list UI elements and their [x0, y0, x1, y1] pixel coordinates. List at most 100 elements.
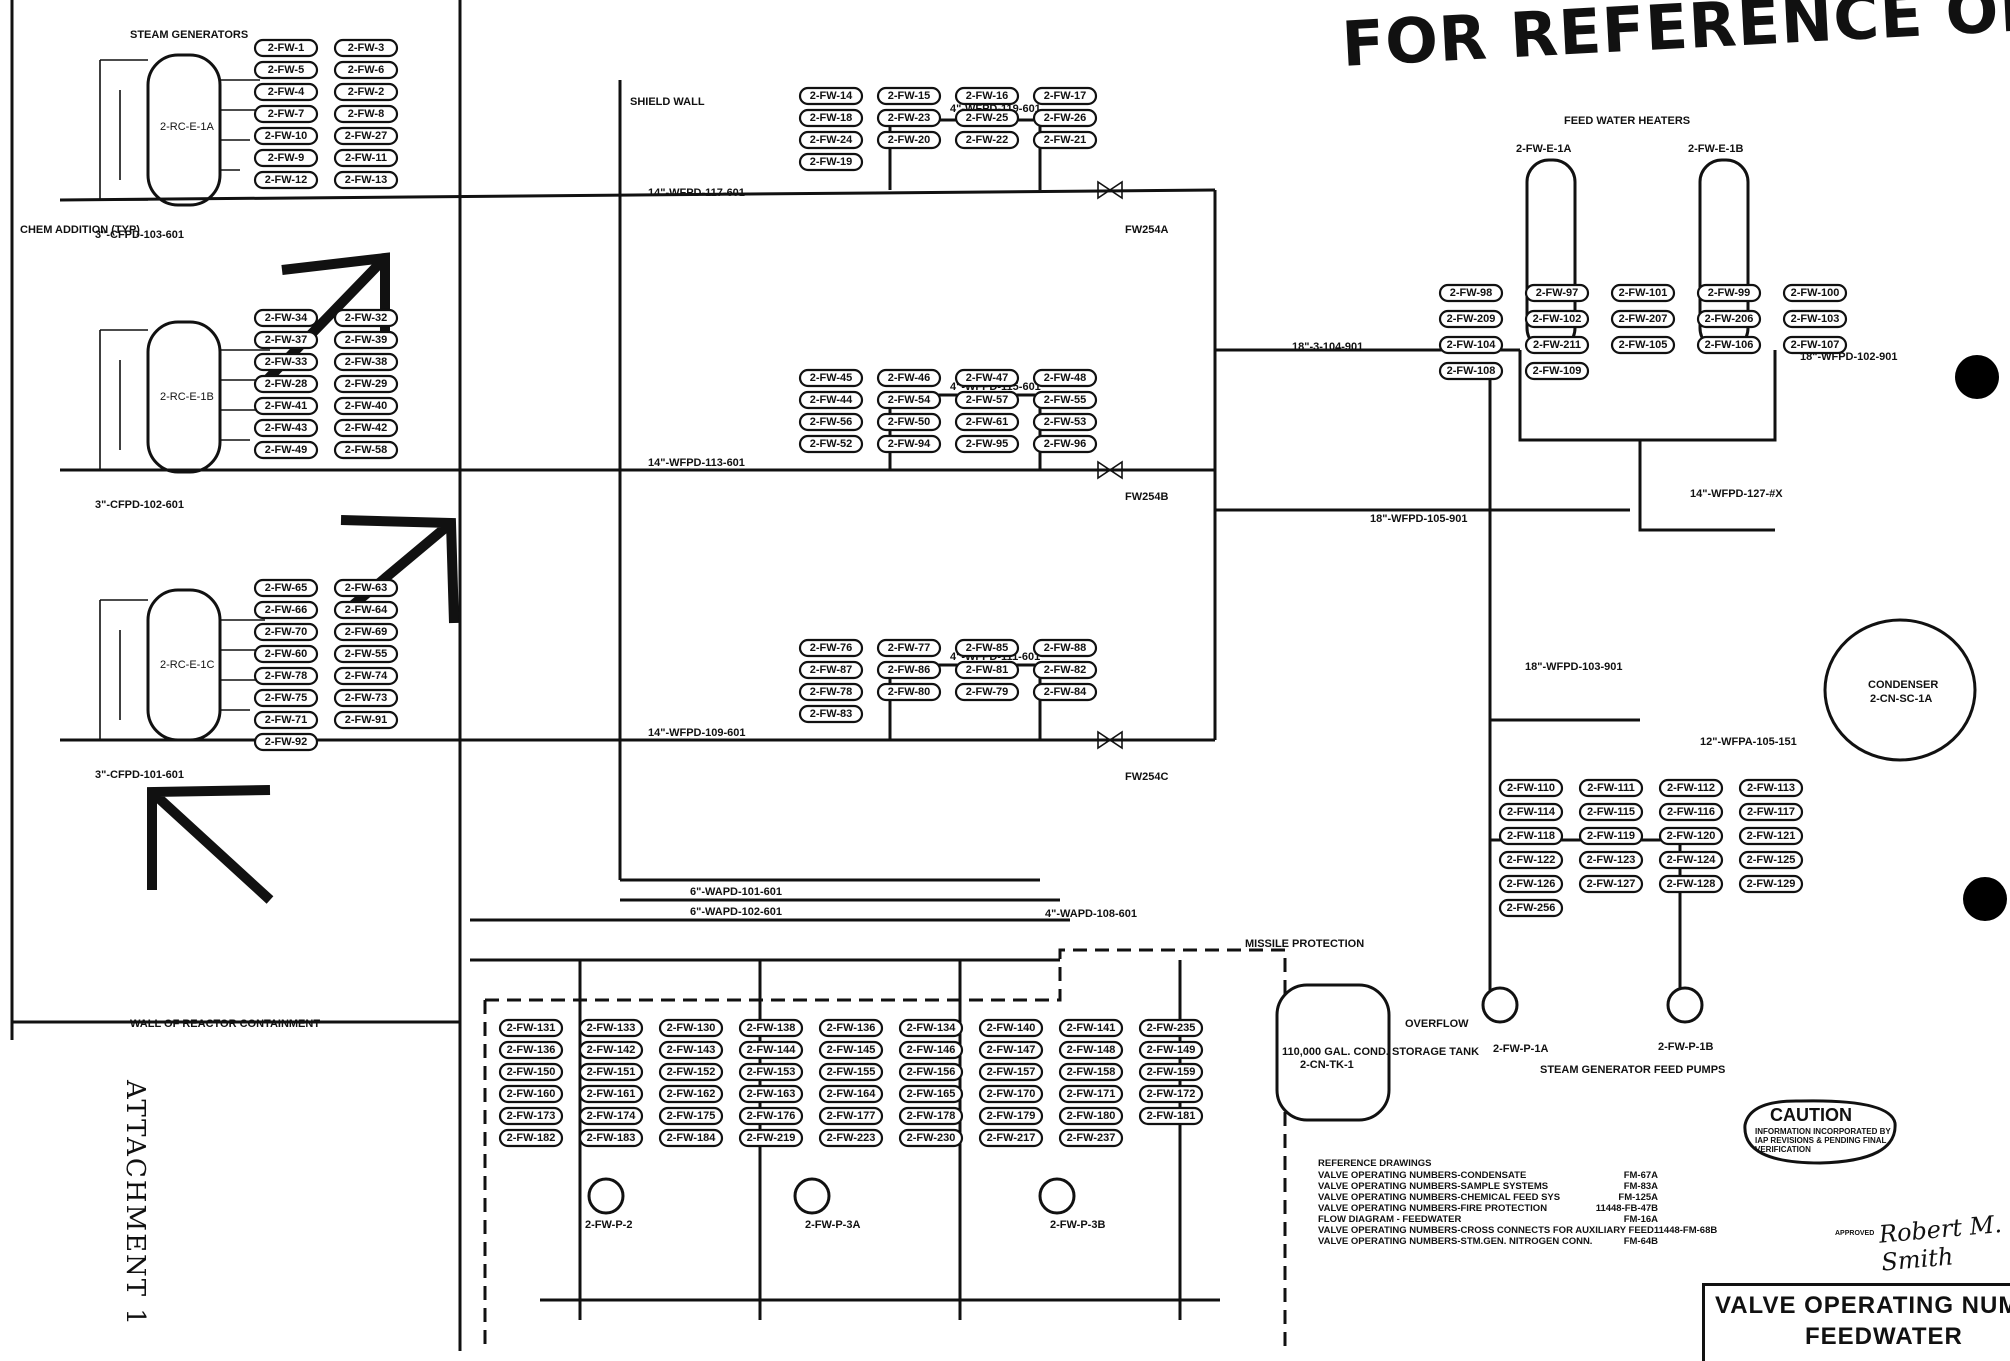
- valve-tag: 2-FW-74: [333, 666, 399, 686]
- valve-tag: 2-FW-38: [333, 352, 399, 372]
- svg-text:2-FW-99: 2-FW-99: [1708, 287, 1751, 299]
- svg-text:2-FW-146: 2-FW-146: [907, 1044, 956, 1056]
- svg-text:2-FW-107: 2-FW-107: [1791, 339, 1840, 351]
- svg-text:2-FW-127: 2-FW-127: [1587, 878, 1636, 890]
- valve-tag: 2-FW-45: [798, 368, 864, 388]
- valve-tag: 2-FW-78: [798, 682, 864, 702]
- svg-text:2-FW-82: 2-FW-82: [1044, 664, 1087, 676]
- svg-text:2-FW-209: 2-FW-209: [1447, 313, 1496, 325]
- caution-box: [1743, 1099, 1897, 1165]
- valve-tag: 2-FW-103: [1782, 309, 1848, 329]
- svg-text:2-FW-41: 2-FW-41: [265, 400, 308, 412]
- valve-tag: 2-FW-10: [253, 126, 319, 146]
- valve-tag: 2-FW-163: [738, 1084, 804, 1104]
- valve-tag: 2-FW-21: [1032, 130, 1098, 150]
- svg-text:2-FW-71: 2-FW-71: [265, 714, 308, 726]
- valve-tag: 2-FW-155: [818, 1062, 884, 1082]
- valve-tag: 2-FW-75: [253, 688, 319, 708]
- valve-tag: 2-FW-184: [658, 1128, 724, 1148]
- valve-tag: 2-FW-32: [333, 308, 399, 328]
- valve-tag: 2-FW-172: [1138, 1084, 1204, 1104]
- condensate-storage-tank: [1275, 983, 1391, 1122]
- svg-text:2-FW-119: 2-FW-119: [1587, 830, 1635, 842]
- svg-text:2-FW-123: 2-FW-123: [1587, 854, 1636, 866]
- valve-tag: 2-FW-12: [253, 170, 319, 190]
- svg-text:2-FW-111: 2-FW-111: [1587, 782, 1634, 794]
- svg-text:2-FW-29: 2-FW-29: [345, 378, 388, 390]
- valve-tag: 2-FW-152: [658, 1062, 724, 1082]
- svg-text:2-FW-163: 2-FW-163: [747, 1088, 796, 1100]
- valve-tag: 2-FW-112: [1658, 778, 1724, 798]
- valve-tag: 2-FW-170: [978, 1084, 1044, 1104]
- aux-pump-2-label: 2-FW-P-2: [585, 1219, 632, 1231]
- valve-tag: 2-FW-57: [954, 390, 1020, 410]
- condenser-label: CONDENSER: [1868, 679, 1938, 691]
- valve-tag: 2-FW-175: [658, 1106, 724, 1126]
- svg-text:2-FW-98: 2-FW-98: [1450, 287, 1493, 299]
- svg-text:2-FW-124: 2-FW-124: [1667, 854, 1717, 866]
- svg-text:2-FW-142: 2-FW-142: [587, 1044, 636, 1056]
- valve-tag: 2-FW-207: [1610, 309, 1676, 329]
- reference-number: FM-125A: [1618, 1192, 1658, 1203]
- cfpd-103-label: 3"-CFPD-103-601: [95, 229, 184, 241]
- svg-text:2-FW-97: 2-FW-97: [1536, 287, 1579, 299]
- svg-text:2-FW-157: 2-FW-157: [987, 1066, 1036, 1078]
- valve-tag: 2-FW-110: [1498, 778, 1564, 798]
- valve-tag: 2-FW-116: [1658, 802, 1724, 822]
- valve-tag: 2-FW-66: [253, 600, 319, 620]
- svg-text:2-FW-151: 2-FW-151: [587, 1066, 636, 1078]
- svg-text:2-FW-144: 2-FW-144: [747, 1044, 797, 1056]
- svg-text:2-FW-47: 2-FW-47: [966, 372, 1009, 384]
- valve-tag: 2-FW-14: [798, 86, 864, 106]
- svg-text:2-FW-23: 2-FW-23: [888, 112, 931, 124]
- svg-text:2-FW-106: 2-FW-106: [1705, 339, 1754, 351]
- arrow-marker-c: [337, 515, 459, 624]
- valve-tag: 2-FW-149: [1138, 1040, 1204, 1060]
- valve-tag: 2-FW-52: [798, 434, 864, 454]
- svg-text:2-FW-8: 2-FW-8: [348, 108, 384, 120]
- svg-text:2-FW-175: 2-FW-175: [667, 1110, 716, 1122]
- svg-text:2-FW-133: 2-FW-133: [587, 1022, 636, 1034]
- svg-text:2-FW-64: 2-FW-64: [345, 604, 388, 616]
- svg-text:2-FW-145: 2-FW-145: [827, 1044, 876, 1056]
- svg-text:2-FW-235: 2-FW-235: [1147, 1022, 1196, 1034]
- svg-text:2-FW-79: 2-FW-79: [966, 686, 1009, 698]
- svg-text:2-FW-118: 2-FW-118: [1507, 830, 1555, 842]
- valve-tag: 2-FW-136: [498, 1040, 564, 1060]
- aux-pump-3b-label: 2-FW-P-3B: [1050, 1219, 1105, 1231]
- svg-text:2-FW-53: 2-FW-53: [1044, 416, 1087, 428]
- svg-text:2-FW-177: 2-FW-177: [827, 1110, 876, 1122]
- svg-text:2-FW-181: 2-FW-181: [1147, 1110, 1196, 1122]
- valve-tag: 2-FW-55: [333, 644, 399, 664]
- valve-tag: 2-FW-26: [1032, 108, 1098, 128]
- valve-tag: 2-FW-111: [1578, 778, 1644, 798]
- pump-b-label: 2-FW-P-1B: [1658, 1041, 1713, 1053]
- svg-text:2-FW-22: 2-FW-22: [966, 134, 1009, 146]
- svg-text:2-FW-37: 2-FW-37: [265, 334, 308, 346]
- svg-text:FW254A: FW254A: [1125, 224, 1168, 236]
- valve-tag: 2-FW-58: [333, 440, 399, 460]
- svg-text:2-FW-83: 2-FW-83: [810, 708, 853, 720]
- valve-tag: 2-FW-6: [333, 60, 399, 80]
- svg-text:2-FW-104: 2-FW-104: [1447, 339, 1497, 351]
- valve-tag: 2-FW-1: [253, 38, 319, 58]
- reference-text: VALVE OPERATING NUMBERS-FIRE PROTECTION: [1318, 1203, 1548, 1214]
- heater-piping: [1518, 350, 1777, 532]
- valve-tag: 2-FW-15: [876, 86, 942, 106]
- svg-text:2-FW-219: 2-FW-219: [747, 1132, 796, 1144]
- svg-text:2-FW-54: 2-FW-54: [888, 394, 931, 406]
- valve-tag: 2-FW-156: [898, 1062, 964, 1082]
- valve-tag: 2-FW-223: [818, 1128, 884, 1148]
- feed-pump-a: [1481, 986, 1519, 1024]
- svg-text:2-FW-114: 2-FW-114: [1507, 806, 1556, 818]
- heater-b-label: 2-FW-E-1B: [1688, 143, 1743, 155]
- valve-tag: 2-FW-49: [253, 440, 319, 460]
- svg-text:2-FW-61: 2-FW-61: [966, 416, 1009, 428]
- valve-tag: 2-FW-136: [818, 1018, 884, 1038]
- valve-tag: 2-FW-159: [1138, 1062, 1204, 1082]
- valve-tag: 2-FW-151: [578, 1062, 644, 1082]
